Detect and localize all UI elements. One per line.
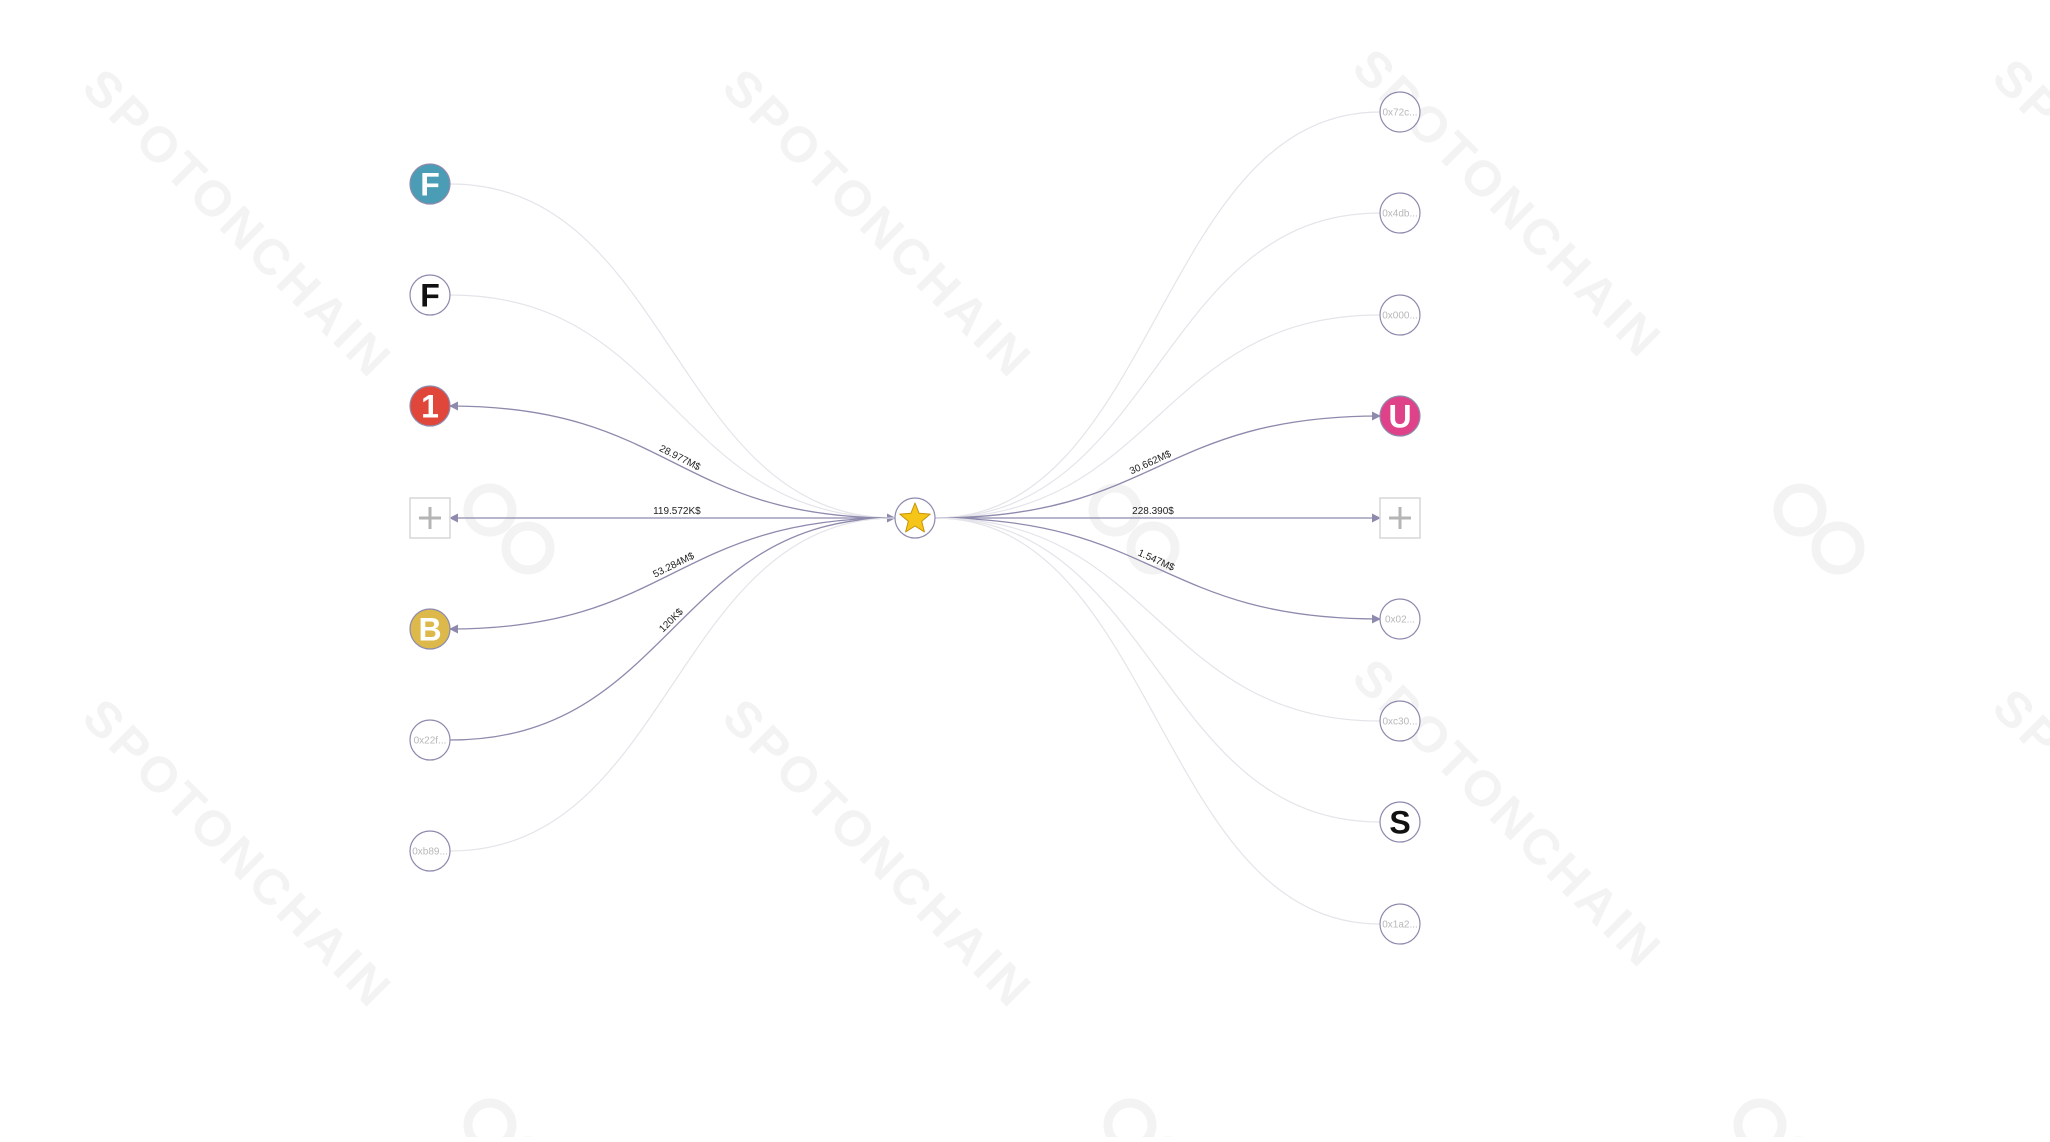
watermark-logo-icon	[1733, 1098, 1815, 1142]
edge-left-5[interactable]	[449, 513, 896, 741]
watermark-logo-icon	[1103, 1098, 1185, 1142]
watermark-logo-icon	[1773, 483, 1865, 575]
edge-layer	[449, 111, 1381, 925]
watermark-logo-icon	[1088, 483, 1180, 575]
right-addr-0x72c-node[interactable]: 0x72c...	[1379, 91, 1421, 133]
edge-right-8[interactable]	[934, 517, 1381, 925]
left-f-black-node[interactable]: F	[409, 274, 451, 316]
node-letter-icon: 1	[421, 389, 439, 425]
address-label: 0x000...	[1382, 311, 1418, 322]
left-addr-0x22f-node[interactable]: 0x22f...	[409, 719, 451, 761]
edge-left-2[interactable]	[449, 401, 896, 519]
edge-left-4[interactable]	[449, 517, 896, 634]
left-f-teal-node[interactable]: F	[409, 163, 451, 205]
watermark-text: SPOTONCHAIN	[72, 58, 403, 389]
center-wallet-node[interactable]	[894, 497, 936, 539]
edge-right-0[interactable]	[934, 111, 1381, 519]
address-label: 0x02...	[1385, 615, 1415, 626]
edge-right-7[interactable]	[934, 517, 1381, 823]
edge-label-layer: 28.977M$119.572K$53.284M$120K$30.662M$22…	[651, 443, 1176, 635]
right-addr-0x02-node[interactable]: 0x02...	[1379, 598, 1421, 640]
left-expand-node[interactable]	[409, 497, 451, 539]
left-addr-0xb89-node[interactable]: 0xb89...	[409, 830, 451, 872]
watermark-logo-icon	[463, 483, 555, 575]
right-addr-0x4db-node[interactable]: 0x4db...	[1379, 192, 1421, 234]
watermark-logo-icon	[463, 1098, 545, 1142]
right-addr-0x1a2-node[interactable]: 0x1a2...	[1379, 903, 1421, 945]
edge-left-1[interactable]	[449, 294, 896, 519]
node-letter-icon: F	[420, 278, 440, 314]
edge-label: 119.572K$	[653, 506, 701, 517]
edge-left-6[interactable]	[449, 517, 896, 852]
address-label: 0x72c...	[1382, 108, 1417, 119]
edge-right-3[interactable]	[934, 411, 1381, 519]
node-letter-icon: S	[1389, 805, 1410, 841]
edge-right-6[interactable]	[934, 517, 1381, 722]
edge-left-0[interactable]	[449, 183, 896, 519]
right-u-pink-node[interactable]: U	[1379, 395, 1421, 437]
watermark-text: SPOTONCHAIN	[72, 688, 403, 1019]
star-icon	[899, 502, 931, 533]
address-label: 0xb89...	[412, 847, 448, 858]
watermark-text: SPOTONCHAIN	[712, 58, 1043, 389]
address-label: 0x22f...	[414, 736, 447, 747]
address-label: 0x4db...	[1382, 209, 1418, 220]
right-expand-node[interactable]	[1379, 497, 1421, 539]
address-label: 0xc30...	[1382, 717, 1417, 728]
address-label: 0x1a2...	[1382, 920, 1418, 931]
watermark-layer: SPOTONCHAIN SPOTONCHAIN SPOTONCHAIN SPOTONC…	[72, 38, 2050, 1142]
node-letter-icon: F	[420, 167, 440, 203]
edge-right-5[interactable]	[934, 517, 1381, 624]
right-s-black-node[interactable]: S	[1379, 801, 1421, 843]
edge-label: 228.390$	[1132, 506, 1174, 517]
left-b-gold-node[interactable]: B	[409, 608, 451, 650]
node-layer: F F 1B 0x22f... 0xb89... 0x72c... 0x4db... 0x00…	[409, 91, 1421, 945]
node-letter-icon: U	[1388, 399, 1411, 435]
watermark-text: SPOTONCHAIN	[1982, 678, 2050, 1009]
edge-right-1[interactable]	[934, 212, 1381, 519]
plus-icon	[1389, 507, 1411, 529]
edge-right-2[interactable]	[934, 314, 1381, 519]
node-letter-icon: B	[418, 612, 441, 648]
left-1-red-node[interactable]: 1	[409, 385, 451, 427]
right-addr-0xc30-node[interactable]: 0xc30...	[1379, 700, 1421, 742]
right-addr-0x000-node[interactable]: 0x000...	[1379, 294, 1421, 336]
watermark-text: SPOTONCHAIN	[1982, 48, 2050, 379]
plus-icon	[419, 507, 441, 529]
watermark-text: SPOTONCHAIN	[712, 688, 1043, 1019]
